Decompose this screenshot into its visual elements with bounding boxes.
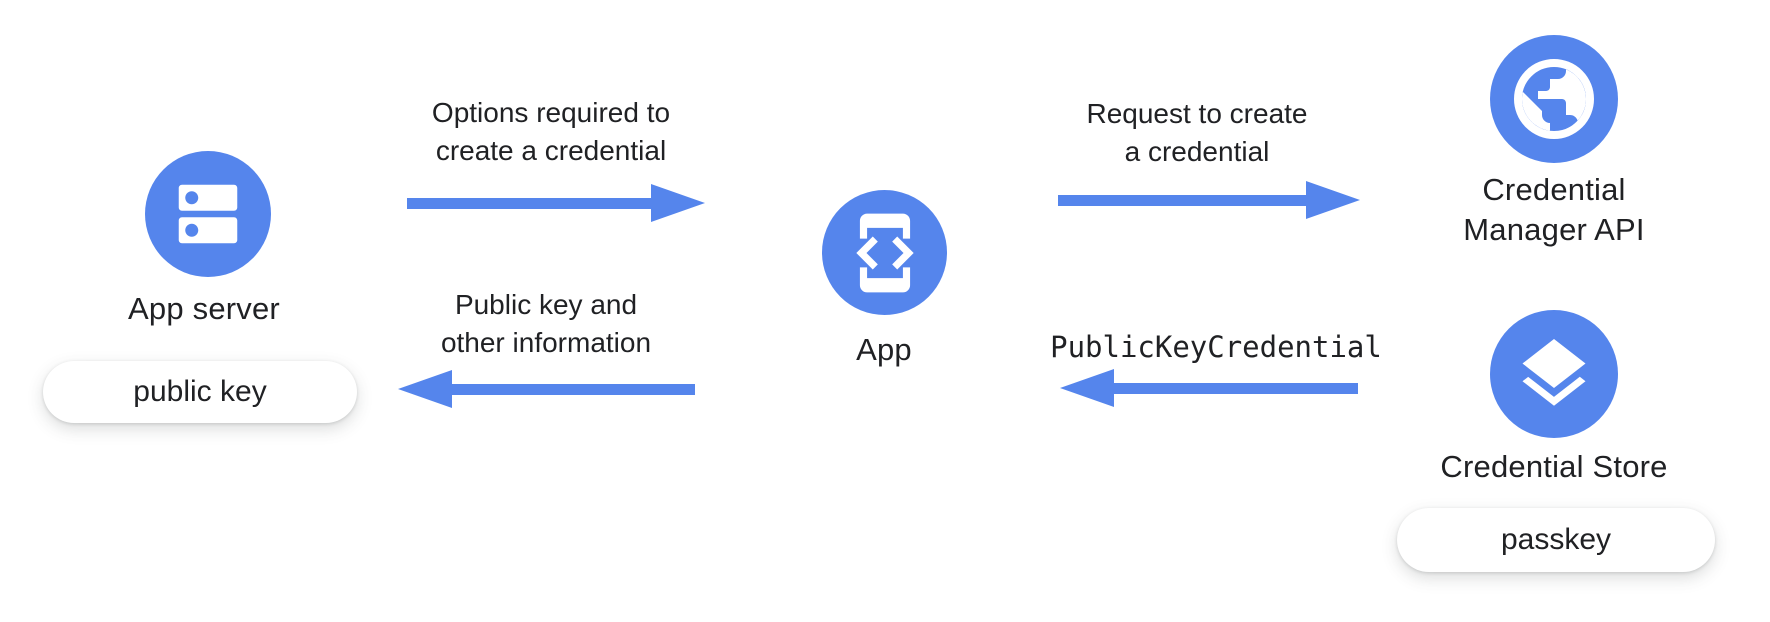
publickeycredential-arrow-left-icon [1060, 368, 1358, 408]
passkey-badge: passkey [1397, 508, 1715, 572]
app-server-label: App server [128, 291, 280, 326]
request-arrow-label: Request to create a credential [1086, 98, 1308, 167]
options-arrow-label: Options required to create a credential [431, 97, 671, 166]
public-key-badge: public key [43, 361, 357, 423]
app-server-node [145, 151, 271, 277]
public-key-info-arrow-label: Public key and other information [440, 289, 652, 358]
public-key-info-arrow-left-icon [398, 369, 695, 409]
options-arrow-right-icon [407, 183, 705, 223]
credential-manager-api-label: Credential Manager API [1463, 172, 1645, 247]
request-arrow-right-icon [1058, 180, 1360, 220]
credential-store-node [1490, 310, 1618, 438]
globe-icon [1506, 51, 1602, 147]
app-label: App [856, 332, 912, 367]
server-icon [169, 175, 247, 253]
publickeycredential-arrow-label: PublicKeyCredential [1050, 330, 1382, 364]
layers-icon [1512, 332, 1596, 416]
app-node [822, 190, 947, 315]
credential-manager-api-node [1490, 35, 1618, 163]
phone-code-icon [842, 210, 928, 296]
credential-store-label: Credential Store [1440, 449, 1668, 484]
